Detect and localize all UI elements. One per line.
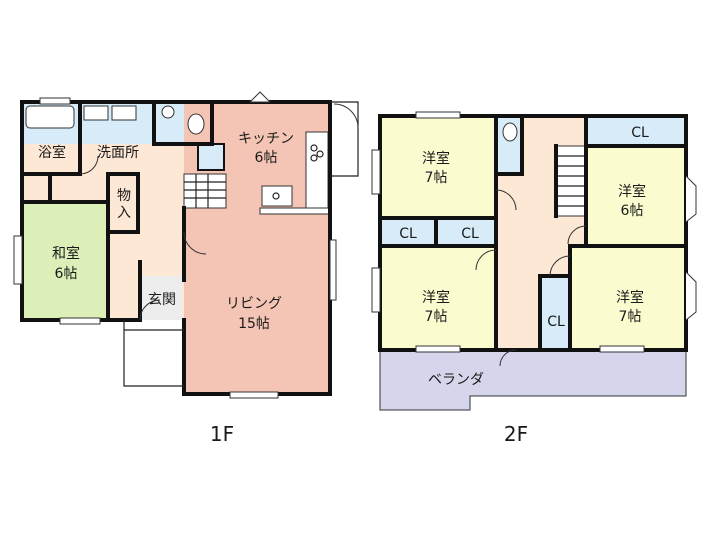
kitchen-sink <box>261 185 293 207</box>
closet-bottom-label: CL <box>547 314 565 330</box>
stairs-1f <box>183 173 227 209</box>
entrance-label: 玄関 <box>148 291 176 308</box>
storage-fill <box>108 174 138 232</box>
washroom-label: 洗面所 <box>97 145 139 161</box>
western-room-1-fill <box>380 116 496 218</box>
bath-label: 浴室 <box>38 144 66 161</box>
closet-mid-right-fill <box>436 218 496 246</box>
living-name-label: リビング <box>226 296 282 312</box>
kitchen-size-label: 6帖 <box>255 150 278 166</box>
floor-1f-label: 1F <box>210 422 234 446</box>
toilet-2f <box>502 122 518 142</box>
bay-window-right-bottom <box>685 271 697 321</box>
washbasin <box>83 105 109 121</box>
japanese-room-fill <box>22 202 108 320</box>
japanese-room-name-label: 和室 <box>52 245 80 262</box>
western-room-4-size: 7帖 <box>619 309 642 325</box>
storage-label-bottom: 入 <box>117 205 131 221</box>
western-room-4-fill <box>570 246 686 350</box>
bathtub <box>25 105 75 129</box>
western-room-3-size: 7帖 <box>425 309 448 325</box>
floor-1f: 浴室 洗面所 キッチン 6帖 物 入 和室 6帖 玄関 リビング 15帖 1F <box>13 91 359 446</box>
closet-bottom-fill <box>540 276 570 350</box>
toilet-bowl <box>187 113 205 135</box>
washing-machine <box>111 105 137 121</box>
kitchen-counter <box>305 131 329 209</box>
western-room-2-size: 6帖 <box>621 203 644 219</box>
closet-top-label: CL <box>631 125 649 141</box>
veranda-fill <box>379 349 687 411</box>
entrance-fill <box>140 276 182 320</box>
floor-2f-label: 2F <box>504 422 528 446</box>
western-room-1-name: 洋室 <box>422 150 450 167</box>
western-room-3-name: 洋室 <box>422 289 450 306</box>
bay-window-right-top <box>685 175 697 223</box>
living-fill <box>184 212 330 394</box>
closet-mid-right-label: CL <box>461 226 479 242</box>
kitchen-name-label: キッチン <box>238 131 294 147</box>
hand-basin <box>161 105 175 119</box>
closet-mid-left-label: CL <box>399 226 417 242</box>
western-room-2-name: 洋室 <box>618 183 646 200</box>
stove-burner <box>310 144 318 152</box>
western-room-1-size: 7帖 <box>425 170 448 186</box>
western-room-2-fill <box>586 146 686 246</box>
western-room-4-name: 洋室 <box>616 289 644 306</box>
veranda-label: ベランダ <box>428 372 484 388</box>
closet-top-fill <box>586 116 686 146</box>
storage-label-top: 物 <box>117 188 131 204</box>
stairs-2f <box>555 145 587 217</box>
floor-2f: 洋室 7帖 CL 洋室 6帖 CL CL 洋室 7帖 洋室 7帖 CL ベランダ… <box>371 111 697 446</box>
closet-mid-left-fill <box>380 218 436 246</box>
living-size-label: 15帖 <box>238 316 270 332</box>
japanese-room-size-label: 6帖 <box>55 266 78 282</box>
